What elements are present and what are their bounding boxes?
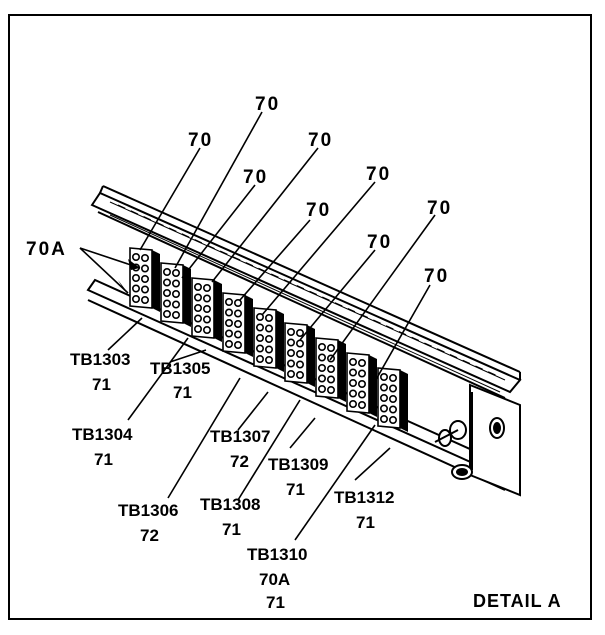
terminal-block <box>191 277 222 342</box>
tb1309-label: TB1309 <box>268 455 328 474</box>
terminal-block <box>253 307 284 372</box>
leader-lines <box>79 111 436 541</box>
tb1308-label: TB1308 <box>200 495 260 514</box>
tb1305-label: TB1305 <box>150 359 210 378</box>
callout-70: 70 <box>424 266 449 287</box>
terminal-block <box>160 262 191 327</box>
tb1304-ref: 71 <box>94 450 113 469</box>
callout-70: 70 <box>243 167 268 188</box>
terminal-block <box>315 337 346 402</box>
tb1306-label: TB1306 <box>118 501 178 520</box>
tb1310-ref: 70A <box>259 570 290 589</box>
detail-label: DETAIL A <box>473 591 562 611</box>
tb1312-ref: 71 <box>356 513 375 532</box>
tb1307-ref: 72 <box>230 452 249 471</box>
terminal-block <box>346 352 377 417</box>
tb1309-ref: 71 <box>286 480 305 499</box>
callout-70: 70 <box>427 198 452 219</box>
diagram-frame <box>8 14 592 620</box>
callout-70: 70 <box>308 130 333 151</box>
callout-70: 70 <box>306 200 331 221</box>
tb1303-label: TB1303 <box>70 350 130 369</box>
callout-70a: 70A <box>26 239 67 260</box>
tb1312-label: TB1312 <box>334 488 394 507</box>
callout-70: 70 <box>366 164 391 185</box>
terminal-board-labels: TB1303 71 TB1304 71 TB1305 71 TB1306 72 … <box>70 350 394 612</box>
terminal-block <box>129 247 160 312</box>
callout-70: 70 <box>188 130 213 151</box>
tb1310-label: TB1310 <box>247 545 307 564</box>
tb1307-label: TB1307 <box>210 427 270 446</box>
terminal-block <box>222 292 253 357</box>
terminal-block <box>284 322 315 387</box>
tb1310-ref2: 71 <box>266 593 285 612</box>
tb1305-ref: 71 <box>173 383 192 402</box>
callout-70: 70 <box>367 232 392 253</box>
callout-labels: 70A 70 70 70 70 70 70 70 70 70 <box>26 94 452 287</box>
callout-70: 70 <box>255 94 280 115</box>
tb1308-ref: 71 <box>222 520 241 539</box>
terminal-block <box>377 367 408 432</box>
tb1303-ref: 71 <box>92 375 111 394</box>
tb1304-label: TB1304 <box>72 425 133 444</box>
tb1306-ref: 72 <box>140 526 159 545</box>
